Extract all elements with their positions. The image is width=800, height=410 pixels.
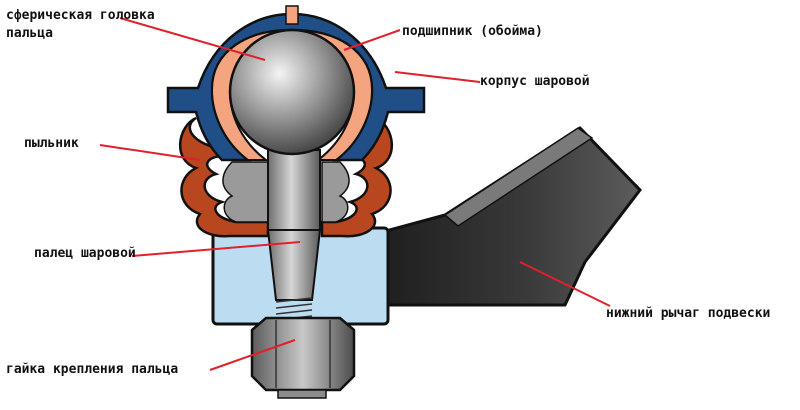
stud-tip (277, 389, 327, 399)
boot-left (178, 116, 270, 238)
fastening-nut (250, 316, 356, 392)
lower-arm-body (358, 126, 642, 307)
label-ball-head-line1: сферическая головка (6, 8, 155, 23)
leader-lower-arm (519, 261, 611, 307)
label-nut: гайка крепления пальца (6, 362, 179, 377)
lower-arm-flange (443, 127, 594, 227)
stud-taper (266, 229, 322, 301)
bearing-top-notch (285, 5, 299, 25)
leader-nut (209, 339, 296, 371)
leader-bearing (343, 29, 401, 51)
label-stud: палец шаровой (34, 246, 136, 261)
boot-inner (222, 161, 350, 223)
label-lower-arm: нижний рычаг подвески (606, 306, 771, 321)
leader-ball-head (119, 17, 266, 61)
ball-head (228, 28, 356, 156)
leader-boot (99, 144, 201, 161)
label-housing: корпус шаровой (480, 74, 590, 89)
leader-housing (394, 71, 481, 83)
stud-shaft (267, 149, 321, 231)
leader-stud (131, 241, 301, 257)
label-bearing: подшипник (обойма) (402, 24, 543, 39)
label-boot: пыльник (24, 136, 79, 151)
label-ball-head-line2: пальца (6, 26, 53, 41)
